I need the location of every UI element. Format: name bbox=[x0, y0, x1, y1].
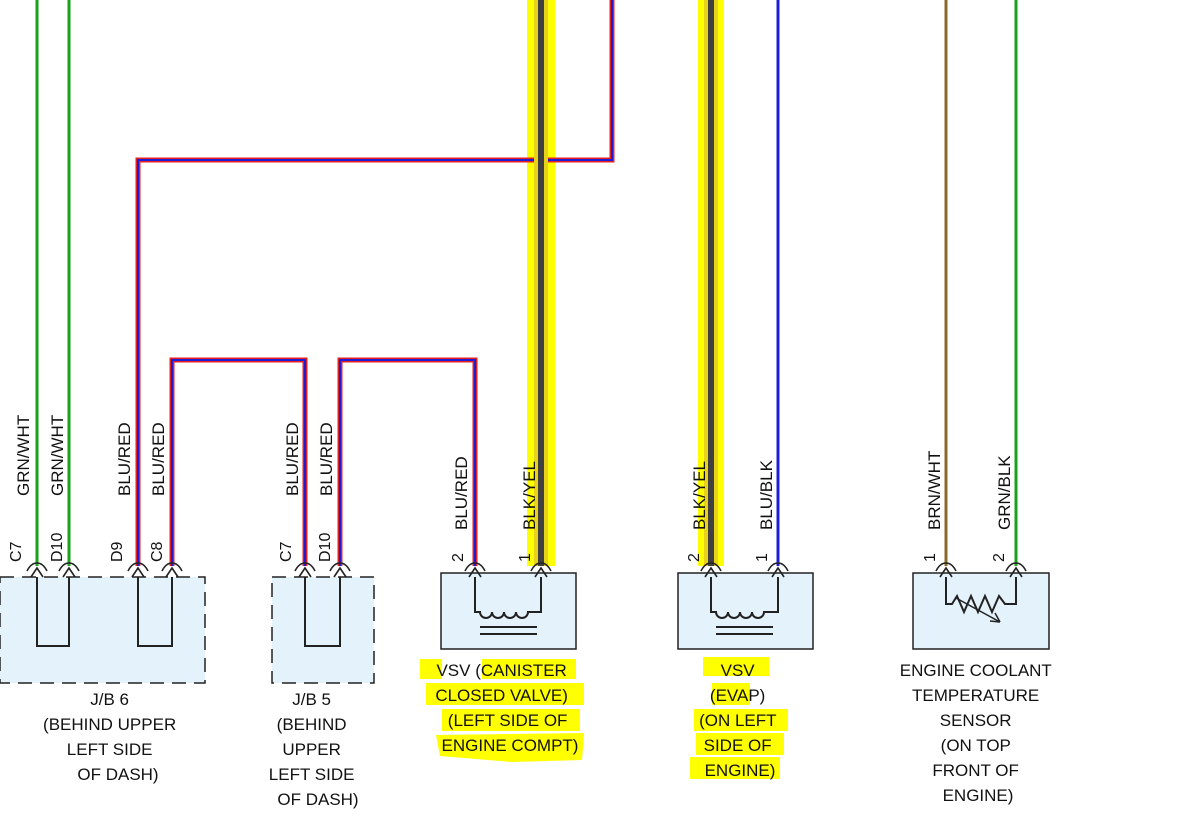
vsv-evap bbox=[677, 572, 814, 650]
pin-label-vsv1-2: 2 bbox=[450, 553, 467, 562]
highlight-vsv-canister-line1-b bbox=[482, 659, 576, 679]
jb6-label: J/B 6 (BEHIND UPPER LEFT SIDE OF DASH) bbox=[43, 690, 181, 784]
terminal-jb6-c7 bbox=[26, 562, 48, 578]
ect-variable-arrow-line bbox=[955, 597, 1001, 623]
pin-labels: C7 D10 D9 C8 C7 D10 2 1 2 1 1 2 bbox=[8, 533, 1008, 562]
jb6-body bbox=[0, 576, 206, 684]
wire-label-blu-red-2: BLU/RED bbox=[149, 422, 168, 496]
pin-label-jb6-d9: D9 bbox=[109, 541, 126, 562]
wire-blu-red-jumper1-blue bbox=[171, 359, 306, 566]
wires bbox=[35, 0, 1018, 566]
wire-label-blu-red-4: BLU/RED bbox=[317, 422, 336, 496]
terminal-vsv1-2 bbox=[464, 562, 486, 578]
vsv-canister-coil-icon bbox=[474, 577, 542, 619]
pin-label-jb6-d10: D10 bbox=[49, 533, 66, 562]
engine-coolant-temp-sensor bbox=[912, 572, 1050, 650]
junction-block-5 bbox=[271, 576, 375, 684]
wire-label-grn-wht-2: GRN/WHT bbox=[48, 415, 67, 496]
pin-label-vsv2-1: 1 bbox=[754, 553, 771, 562]
terminal-jb6-c8 bbox=[161, 562, 183, 578]
terminal-ect-1 bbox=[935, 562, 957, 578]
junction-block-6 bbox=[0, 576, 206, 684]
component-labels: J/B 6 (BEHIND UPPER LEFT SIDE OF DASH) J… bbox=[43, 661, 1057, 809]
terminal-jb6-d10 bbox=[58, 562, 80, 578]
wire-label-grn-blk: GRN/BLK bbox=[995, 455, 1014, 530]
highlight-vsv-evap-line5 bbox=[690, 757, 780, 779]
jb5-internal-link bbox=[304, 577, 341, 647]
highlight-vsv-evap-line1 bbox=[703, 657, 769, 676]
pin-label-vsv1-1: 1 bbox=[517, 553, 534, 562]
terminal-jb5-d10 bbox=[329, 562, 351, 578]
wire-label-grn-wht-1: GRN/WHT bbox=[14, 415, 33, 496]
ect-variable-arrow-head bbox=[989, 612, 1001, 623]
terminals bbox=[26, 562, 1027, 578]
pin-label-ect-2: 2 bbox=[991, 553, 1008, 562]
pin-label-jb5-c7: C7 bbox=[278, 541, 295, 562]
vsv-canister-closed-valve bbox=[440, 572, 577, 650]
terminal-ect-2 bbox=[1005, 562, 1027, 578]
pin-label-vsv2-2: 2 bbox=[686, 553, 703, 562]
terminal-vsv1-1 bbox=[530, 562, 552, 578]
terminal-jb5-c7 bbox=[294, 562, 316, 578]
wire-blu-red-jumper2-blue bbox=[339, 359, 476, 566]
terminal-vsv2-1 bbox=[767, 562, 789, 578]
ect-thermistor-icon bbox=[945, 577, 1017, 615]
pin-label-jb6-c7: C7 bbox=[8, 541, 25, 562]
highlight-vsv-canister-line2 bbox=[426, 683, 584, 705]
wire-label-blk-yel-1: BLK/YEL bbox=[520, 461, 539, 530]
vsv-evap-body bbox=[677, 572, 814, 650]
highlight-vsv-canister-line4 bbox=[436, 733, 584, 762]
terminal-vsv2-2 bbox=[700, 562, 722, 578]
highlight-vsv-evap-line3 bbox=[694, 709, 788, 731]
vsv-evap-label: VSV (EVAP) (ON LEFT SIDE OF ENGINE) bbox=[699, 661, 781, 780]
wire-label-blu-blk: BLU/BLK bbox=[757, 459, 776, 530]
wire-label-brn-wht: BRN/WHT bbox=[925, 451, 944, 530]
pin-label-jb6-c8: C8 bbox=[149, 541, 166, 562]
wire-label-blk-yel-2: BLK/YEL bbox=[690, 461, 709, 530]
wire-label-blu-red-5: BLU/RED bbox=[452, 456, 471, 530]
wire-labels: GRN/WHT GRN/WHT BLU/RED BLU/RED BLU/RED … bbox=[14, 415, 1014, 530]
jb6-internal-link-2 bbox=[137, 577, 173, 647]
vsv-evap-coil-icon bbox=[710, 577, 779, 619]
vsv-canister-body bbox=[440, 572, 577, 650]
vsv-canister-label: VSV (CANISTER CLOSED VALVE) (LEFT SIDE O… bbox=[435, 661, 578, 755]
highlight-vsv-canister-line3 bbox=[442, 709, 580, 731]
highlight-vsv-canister-line1-a bbox=[420, 659, 442, 679]
wire-label-blu-red-3: BLU/RED bbox=[283, 422, 302, 496]
ect-sensor-label: ENGINE COOLANT TEMPERATURE SENSOR (ON TO… bbox=[900, 661, 1057, 805]
wire-label-blu-red-1: BLU/RED bbox=[115, 422, 134, 496]
wire-blu-red-long-blue bbox=[137, 0, 613, 566]
pin-label-ect-1: 1 bbox=[922, 553, 939, 562]
jb5-body bbox=[271, 576, 375, 684]
highlight-vsv-evap-line4 bbox=[696, 733, 784, 755]
terminal-jb6-d9 bbox=[127, 562, 149, 578]
jb6-internal-link-1 bbox=[36, 577, 70, 647]
highlight-vsv-evap-line2 bbox=[712, 683, 750, 705]
jb5-label: J/B 5 (BEHIND UPPER LEFT SIDE OF DASH) bbox=[269, 690, 359, 809]
pin-label-jb5-d10: D10 bbox=[317, 533, 334, 562]
